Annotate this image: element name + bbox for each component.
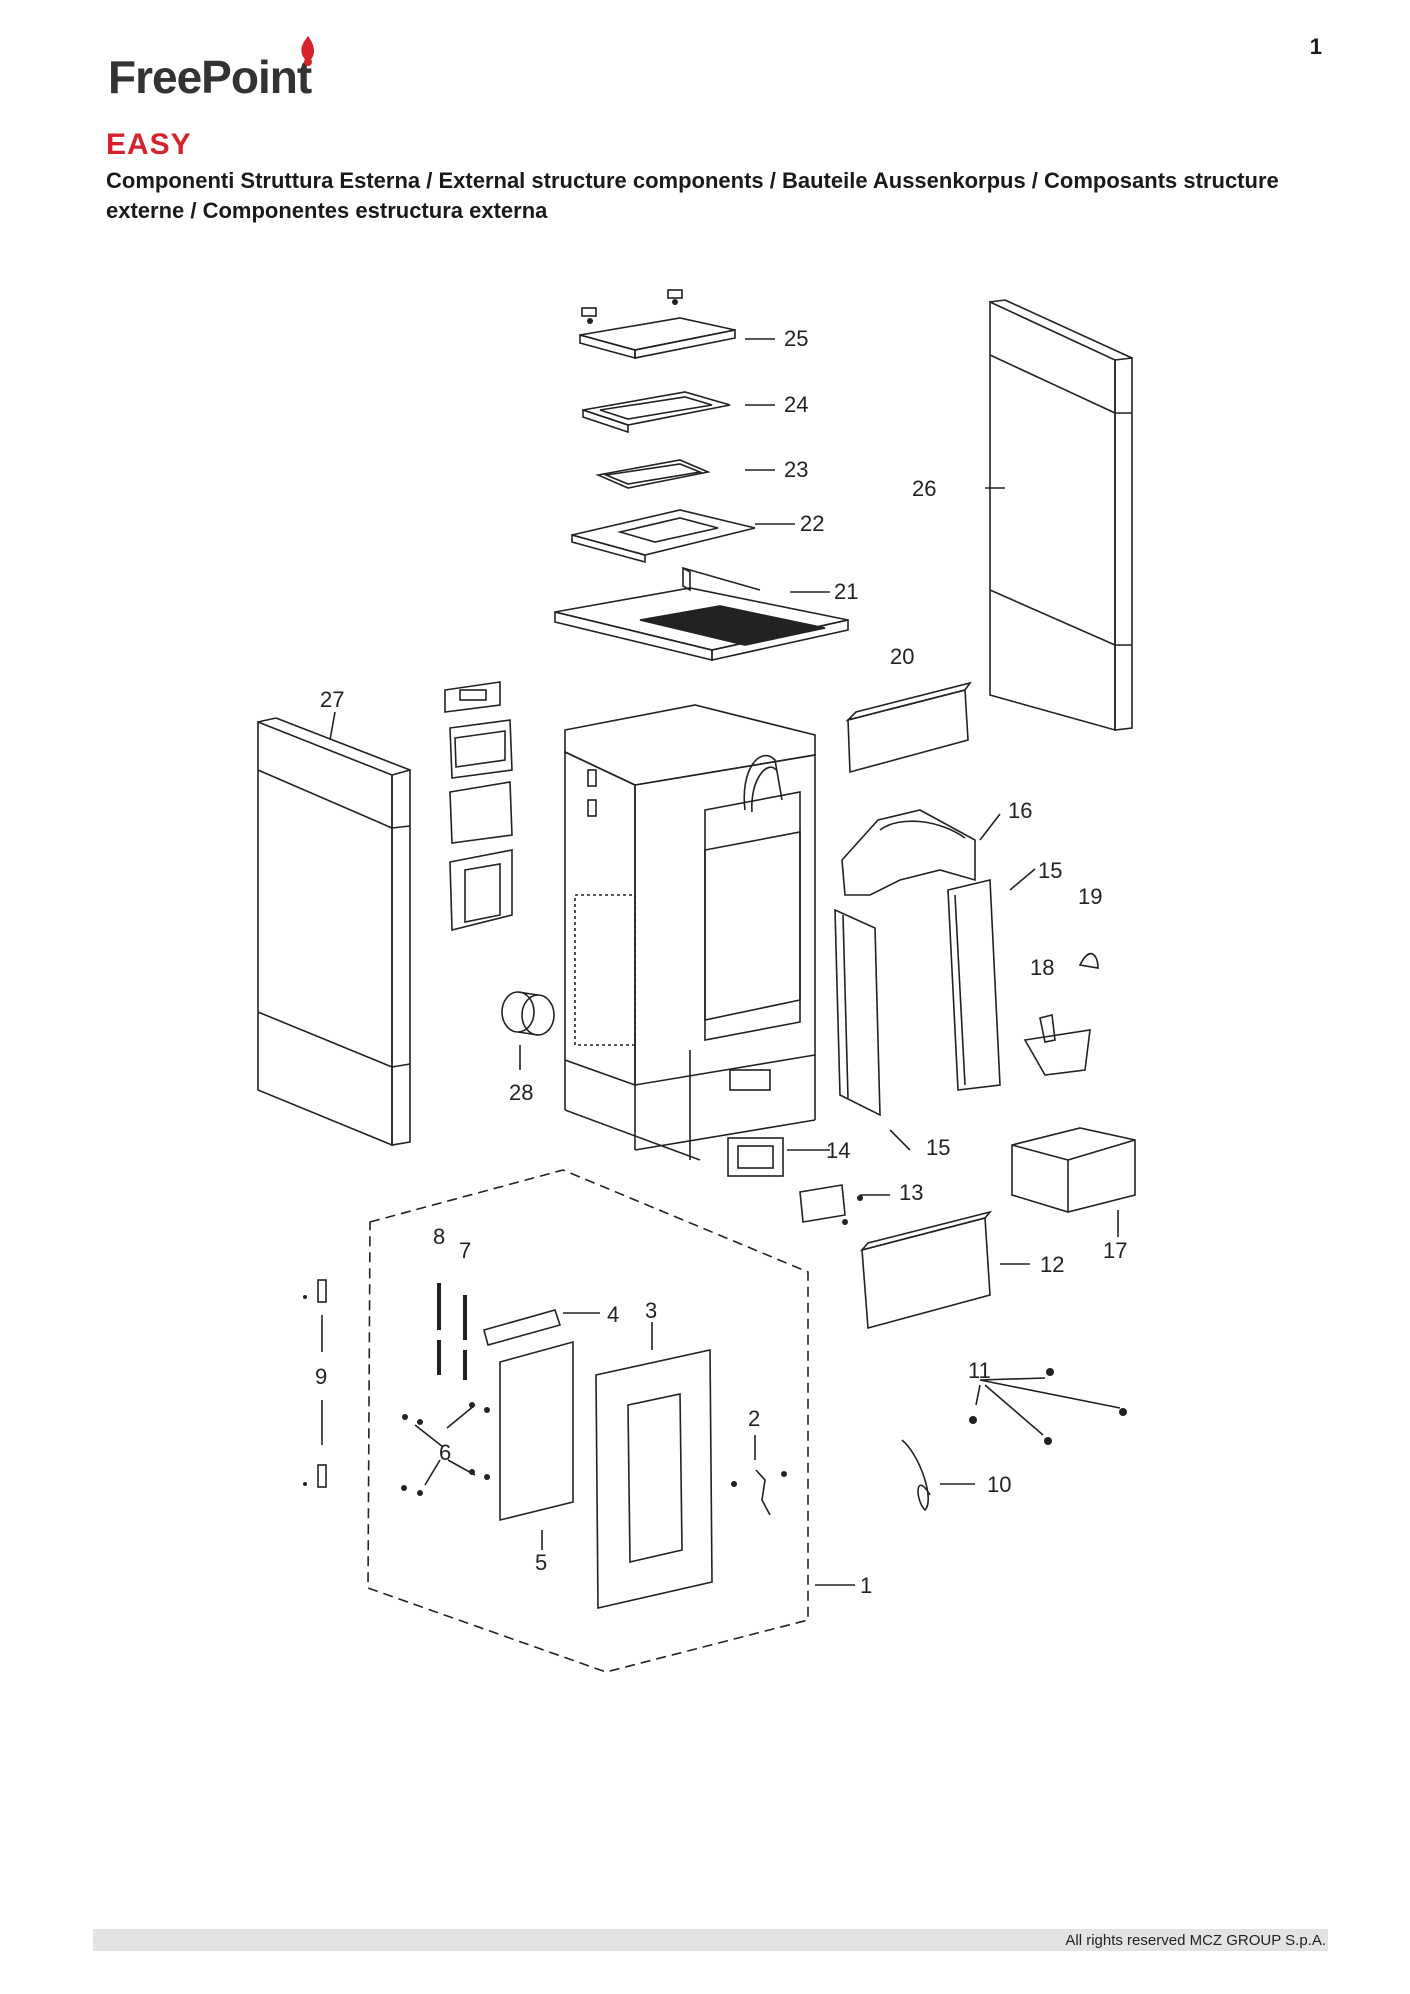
callout-13: 13 (899, 1180, 923, 1205)
callout-20: 20 (890, 644, 914, 669)
part-4-handle (483, 1309, 562, 1346)
callout-15-upper: 15 (1038, 858, 1062, 883)
callout-23: 23 (784, 457, 808, 482)
callout-1: 1 (860, 1573, 872, 1598)
part-27-side-panel (257, 717, 411, 1147)
part-15-liner-left (834, 908, 881, 1117)
brand-logo-text: FreePoint (108, 51, 312, 103)
part-13-plate (799, 1184, 846, 1223)
door-assembly-boundary (367, 1169, 809, 1673)
part-5-glass (499, 1340, 574, 1522)
part-18-basket (1023, 1014, 1091, 1076)
part-28-collar (501, 991, 555, 1036)
callout-27: 27 (320, 687, 344, 712)
part-2-latch (755, 1469, 771, 1516)
callout-18: 18 (1030, 955, 1054, 980)
part-23-gasket (595, 459, 711, 489)
part-15-liner-right (947, 878, 1001, 1091)
part-20-panel (845, 681, 972, 774)
callout-3: 3 (645, 1298, 657, 1323)
callout-6: 6 (439, 1440, 451, 1465)
part-12-panel (859, 1210, 993, 1330)
part-10-spring (901, 1439, 931, 1512)
callout-15-lower: 15 (926, 1135, 950, 1160)
callout-28: 28 (509, 1080, 533, 1105)
part-22-plate (571, 509, 756, 564)
callout-10: 10 (987, 1472, 1011, 1497)
page-number: 1 (1309, 34, 1322, 59)
callout-5: 5 (535, 1550, 547, 1575)
callout-11: 11 (968, 1358, 991, 1383)
part-21-grill-top (554, 566, 849, 662)
footer-bar (93, 1929, 1328, 1951)
callout-2: 2 (748, 1406, 760, 1431)
callout-9: 9 (315, 1364, 327, 1389)
part-26-side-panel (989, 299, 1133, 732)
callout-16: 16 (1008, 798, 1032, 823)
flame-icon (301, 36, 315, 66)
callout-26: 26 (912, 476, 936, 501)
callout-19: 19 (1078, 884, 1102, 909)
callout-14: 14 (826, 1138, 850, 1163)
part-16-hood (841, 809, 976, 896)
callout-8: 8 (433, 1224, 445, 1249)
callout-22: 22 (800, 511, 824, 536)
model-title: EASY (106, 128, 192, 161)
brand-logo: FreePoint (108, 34, 348, 104)
callout-7: 7 (459, 1238, 471, 1263)
part-17-ashpan (1011, 1127, 1136, 1213)
callout-24: 24 (784, 392, 808, 417)
part-24-frame (582, 391, 731, 434)
part-25-top-lid (579, 289, 736, 360)
page-subtitle: Componenti Struttura Esterna / External … (106, 168, 1279, 223)
control-panel-parts (444, 681, 513, 932)
part-3-door (595, 1349, 713, 1610)
callout-21: 21 (834, 579, 858, 604)
callout-12: 12 (1040, 1252, 1064, 1277)
part-19-clip (1078, 952, 1099, 969)
stove-body (564, 704, 816, 1161)
callout-4: 4 (607, 1302, 619, 1327)
callout-25: 25 (784, 326, 808, 351)
callout-17: 17 (1103, 1238, 1127, 1263)
footer-copyright: All rights reserved MCZ GROUP S.p.A. (1065, 1932, 1326, 1949)
part-14-plate (727, 1137, 784, 1177)
